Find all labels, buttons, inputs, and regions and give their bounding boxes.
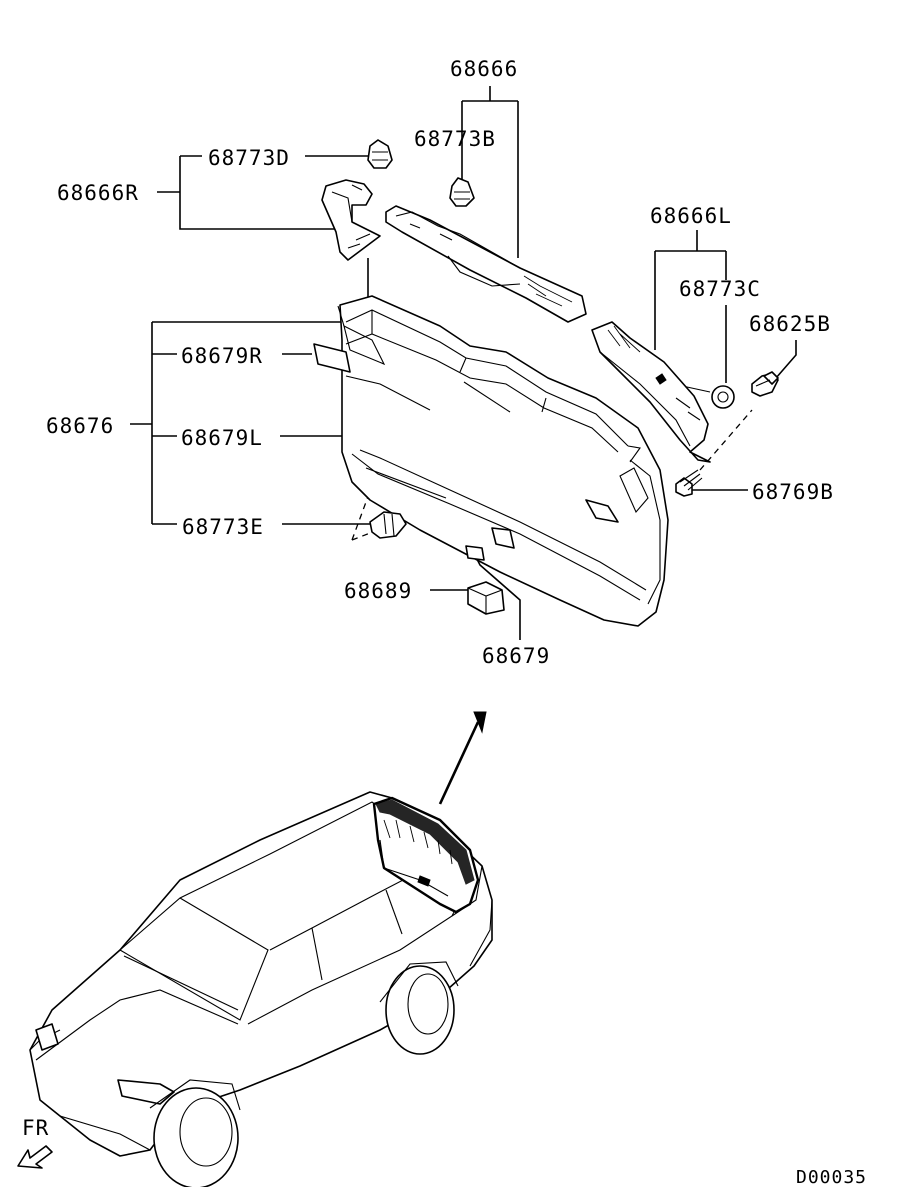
label-68666: 68666 (450, 57, 518, 81)
clip-68773d-icon (367, 139, 393, 169)
ring-68773c-icon (711, 385, 735, 409)
clip-68773b-icon (449, 177, 475, 207)
front-direction-arrow-icon (17, 1145, 53, 1169)
screw-68769b-icon (675, 469, 703, 497)
label-68666l: 68666L (650, 204, 732, 228)
label-68679l: 68679L (181, 426, 263, 450)
pad-68679l-icon (585, 499, 619, 523)
label-fr: FR (22, 1116, 49, 1140)
label-68676: 68676 (46, 414, 114, 438)
pad-68679-icon (465, 545, 485, 561)
label-68666r: 68666R (57, 181, 139, 205)
label-68769b: 68769B (752, 480, 834, 504)
label-68679: 68679 (482, 644, 550, 668)
clip-68773e-icon (369, 511, 407, 539)
trim-68676 (337, 295, 669, 627)
label-diagram-code: D00035 (796, 1167, 867, 1187)
label-68773c: 68773C (679, 277, 761, 301)
direction-arrow-icon (438, 711, 487, 805)
trim-68666l (591, 321, 711, 463)
block-68689-icon (467, 581, 505, 615)
clip-68625b-icon (751, 371, 779, 397)
label-68773b: 68773B (414, 127, 496, 151)
label-68773d: 68773D (208, 146, 290, 170)
label-68625b: 68625B (749, 312, 831, 336)
pad-68679r-icon (313, 343, 351, 373)
trim-68666 (385, 205, 587, 323)
label-68689: 68689 (344, 579, 412, 603)
label-68679r: 68679R (181, 344, 263, 368)
trim-68666r (321, 179, 381, 261)
label-68773e: 68773E (182, 515, 264, 539)
vehicle-illustration (29, 791, 493, 1187)
